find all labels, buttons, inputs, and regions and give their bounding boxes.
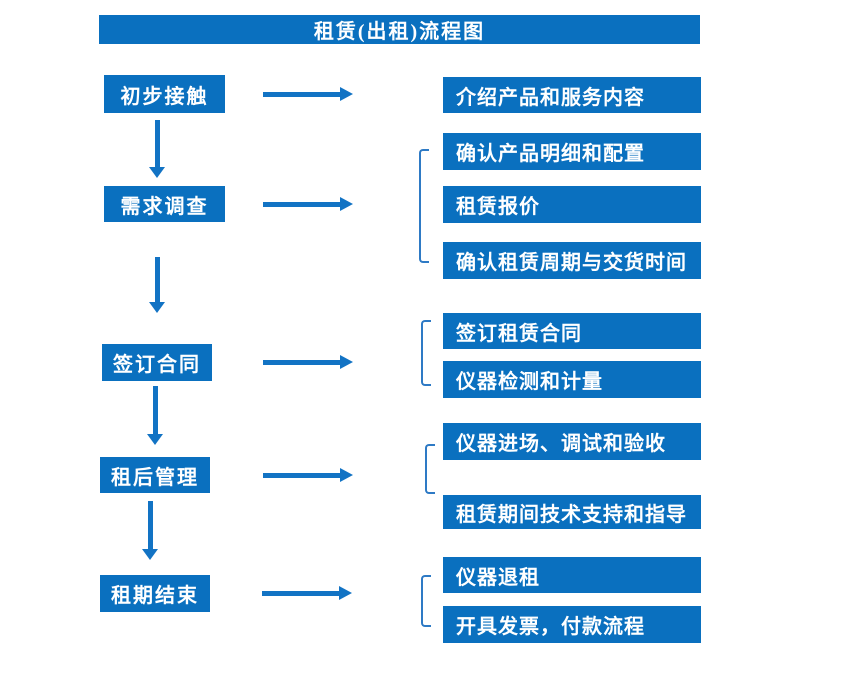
output-box-introduce-products: 介绍产品和服务内容	[443, 77, 701, 113]
right-arrow-sign-contract	[263, 359, 340, 365]
group-bracket-post-rental-management	[425, 444, 435, 494]
right-arrow-demand-survey	[263, 201, 340, 207]
right-arrow-initial-contact	[263, 91, 340, 97]
right-arrow-post-rental-management	[263, 472, 340, 478]
down-arrow-1	[154, 120, 160, 167]
down-arrow-3	[152, 386, 158, 434]
stage-box-lease-end: 租期结束	[100, 575, 210, 612]
output-box-confirm-period-delivery: 确认租赁周期与交货时间	[443, 242, 701, 279]
output-box-instrument-setup: 仪器进场、调试和验收	[443, 423, 701, 460]
flowchart-title: 租赁(出租)流程图	[99, 15, 700, 44]
output-box-confirm-product-details: 确认产品明细和配置	[443, 133, 701, 170]
group-bracket-demand-survey	[419, 149, 429, 263]
right-arrow-lease-end	[262, 590, 339, 596]
stage-box-initial-contact: 初步接触	[104, 75, 225, 113]
group-bracket-lease-end	[421, 575, 431, 627]
stage-box-post-rental-management: 租后管理	[100, 457, 210, 493]
output-box-instrument-return: 仪器退租	[443, 557, 701, 593]
down-arrow-2	[154, 257, 160, 302]
output-box-sign-rental-contract: 签订租赁合同	[443, 313, 701, 349]
stage-box-sign-contract: 签订合同	[102, 344, 212, 381]
output-box-instrument-testing: 仪器检测和计量	[443, 361, 701, 398]
output-box-tech-support: 租赁期间技术支持和指导	[443, 495, 701, 529]
stage-box-demand-survey: 需求调查	[104, 186, 225, 222]
output-box-invoice-payment: 开具发票，付款流程	[443, 606, 701, 643]
down-arrow-4	[147, 501, 153, 549]
output-box-rental-quote: 租赁报价	[443, 186, 701, 223]
group-bracket-sign-contract	[421, 320, 431, 386]
